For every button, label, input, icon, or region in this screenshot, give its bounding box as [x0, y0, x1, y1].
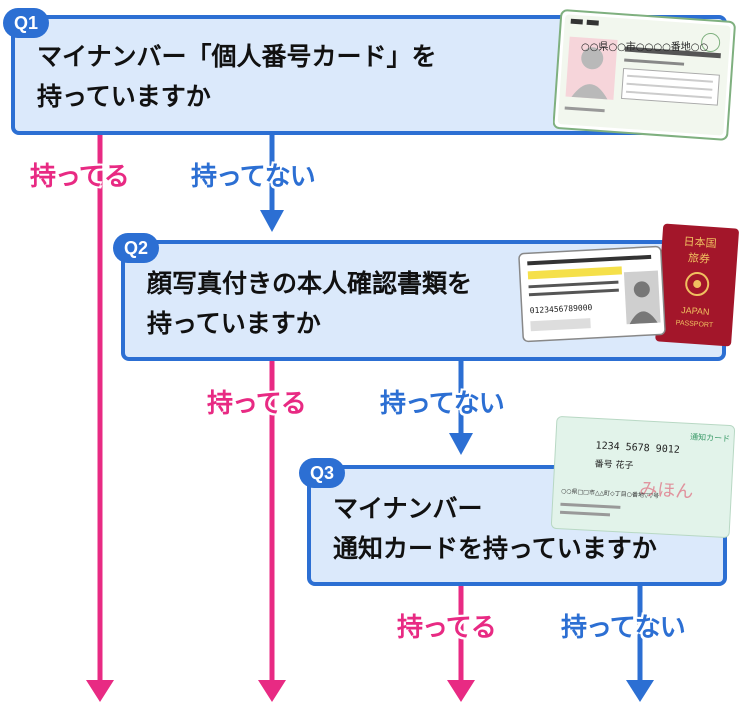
- arrow-to-q3: [449, 433, 473, 455]
- answer-no-q3: 持ってない: [561, 613, 686, 643]
- my-number-card-icon: ○○県○○市○○○○番地○○: [553, 9, 736, 141]
- my-number-card-address: ○○県○○市○○○○番地○○: [581, 40, 708, 53]
- passport-title-1: 日本国: [683, 234, 717, 250]
- notification-card-title: 通知カード: [690, 431, 730, 443]
- notification-card-stamp: みほん: [639, 479, 694, 503]
- passport-label: PASSPORT: [675, 320, 714, 330]
- answer-no-q2: 持ってない: [380, 389, 505, 419]
- answer-yes-q3: 持ってる: [397, 613, 497, 643]
- answer-yes-q1: 持ってる: [30, 162, 130, 192]
- passport-title-2: 旅券: [688, 250, 711, 266]
- arrow-end-1: [86, 680, 114, 702]
- question-badge-q3: Q3: [299, 458, 345, 488]
- arrow-to-q2: [260, 210, 284, 232]
- drivers-license-icon: 0123456789000: [518, 245, 666, 343]
- license-number: 0123456789000: [530, 303, 593, 315]
- question-badge-q2: Q2: [113, 233, 159, 263]
- notification-card-icon: 通知カード 1234 5678 9012 番号 花子 みほん ○○県□□市△△町…: [550, 416, 736, 538]
- arrow-end-4: [626, 680, 654, 702]
- arrow-end-3: [447, 680, 475, 702]
- answer-yes-q2: 持ってる: [207, 389, 307, 419]
- answer-no-q1: 持ってない: [191, 162, 316, 192]
- question-text-q1: マイナンバー「個人番号カード」を 持っていますか: [37, 42, 437, 111]
- question-badge-q1: Q1: [3, 8, 49, 38]
- passport-icon: 日本国 旅券 JAPAN PASSPORT: [655, 223, 739, 347]
- question-text-q2: 顔写真付きの本人確認書類を 持っていますか: [147, 269, 473, 338]
- notification-card-name: 番号 花子: [594, 457, 633, 471]
- question-text-q3: マイナンバー 通知カードを持っていますか: [333, 494, 657, 563]
- arrow-end-2: [258, 680, 286, 702]
- passport-country: JAPAN: [681, 305, 710, 317]
- notification-card-number: 1234 5678 9012: [595, 440, 680, 455]
